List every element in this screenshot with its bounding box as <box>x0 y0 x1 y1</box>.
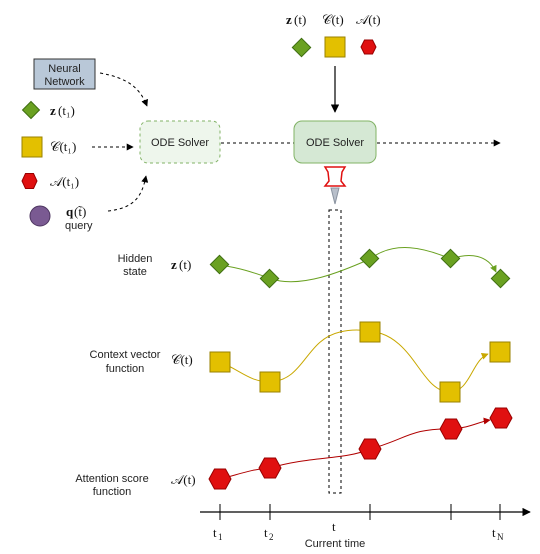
ode-solver-left-label: ODE Solver <box>151 137 209 149</box>
ode-solver-right-label: ODE Solver <box>306 137 364 149</box>
attention-curve-3 <box>369 428 452 450</box>
tick-t2: t 2 <box>264 525 274 542</box>
tick-tN: t N <box>492 525 504 542</box>
hidden-node-1 <box>209 254 230 275</box>
hidden-sym-arg: (t) <box>179 257 191 272</box>
context-node-3 <box>359 321 381 343</box>
context-sym: 𝒞(t) <box>171 352 193 367</box>
pin-icon <box>323 166 347 205</box>
tick-t1: t 1 <box>213 525 223 542</box>
hidden-node-4 <box>440 248 461 269</box>
hidden-sym: z <box>171 257 177 272</box>
top-a-label: 𝒜(t) <box>356 12 381 27</box>
attention-curve-2 <box>269 448 371 469</box>
context-curve-3 <box>369 330 451 393</box>
context-node-2 <box>259 371 281 393</box>
attention-node-4 <box>439 418 463 440</box>
left-purple-circle <box>29 205 51 227</box>
top-inputs: z (t) 𝒞(t) 𝒜(t) <box>286 12 381 58</box>
hidden-node-2 <box>259 268 280 289</box>
tick-t1-label: t <box>213 525 217 540</box>
left-red-hexagon <box>21 173 38 189</box>
attention-sym: 𝒜(t) <box>171 472 196 487</box>
hidden-line2: state <box>123 266 147 278</box>
hidden-node-5 <box>490 268 511 289</box>
neural-network-box: Neural Network <box>33 58 96 90</box>
current-time-band <box>328 209 342 494</box>
ode-solver-right: ODE Solver <box>293 120 377 164</box>
hidden-line1: Hidden <box>118 253 153 265</box>
ode-solver-left: ODE Solver <box>139 120 221 164</box>
left-c-label: 𝒞(t₁) <box>50 139 76 154</box>
neural-network-line2: Network <box>44 76 85 88</box>
tick-t-label: t <box>332 519 336 534</box>
attention-line1: Attention score <box>75 473 148 485</box>
row-attention-label: Attention score function 𝒜(t) <box>75 472 195 498</box>
attention-node-5 <box>489 407 513 429</box>
context-node-4 <box>439 381 461 403</box>
context-line2: function <box>106 363 145 375</box>
row-context-label: Context vector function 𝒞(t) <box>90 349 193 375</box>
context-curve-2 <box>269 329 371 383</box>
attention-node-1 <box>208 468 232 490</box>
current-time-caption: Current time <box>305 538 366 550</box>
top-c-label: 𝒞(t) <box>322 12 344 27</box>
top-red-hexagon <box>360 39 377 55</box>
left-z-arg: (t₁) <box>58 103 75 118</box>
top-yellow-square <box>324 36 346 58</box>
tick-t2-sub: 2 <box>269 532 274 542</box>
tick-t2-label: t <box>264 525 268 540</box>
top-z-symbol: z <box>286 12 292 27</box>
time-axis <box>200 504 531 520</box>
hidden-curve-3 <box>369 247 452 260</box>
left-inputs: z (t₁) 𝒞(t₁) 𝒜(t₁) q (t̃) query <box>21 100 93 232</box>
context-line1: Context vector <box>90 349 161 361</box>
context-node-5 <box>489 341 511 363</box>
neural-network-line1: Neural <box>48 63 80 75</box>
top-green-diamond <box>291 37 312 58</box>
left-a-label: 𝒜(t₁) <box>50 174 79 189</box>
nn-to-solver-arrow <box>99 72 148 107</box>
attention-node-2 <box>258 457 282 479</box>
context-node-1 <box>209 351 231 373</box>
left-query-label: query <box>65 220 93 232</box>
attention-node-3 <box>358 438 382 460</box>
left-z-symbol: z <box>50 103 56 118</box>
top-z-arg: (t) <box>294 12 306 27</box>
attention-line2: function <box>93 486 132 498</box>
left-green-diamond <box>21 100 41 120</box>
hidden-curve-2 <box>268 258 371 283</box>
left-q-symbol: q <box>66 204 74 219</box>
left-q-arg: (t̃) <box>74 204 86 219</box>
hidden-node-3 <box>359 248 380 269</box>
hidden-curve-1 <box>219 264 270 279</box>
row-hidden-label: Hidden state z (t) <box>118 253 192 278</box>
q-to-solver-arrow <box>107 175 149 212</box>
tick-tN-label: t <box>492 525 496 540</box>
tick-t1-sub: 1 <box>218 532 223 542</box>
tick-tN-sub: N <box>497 532 504 542</box>
left-yellow-square <box>21 136 43 158</box>
